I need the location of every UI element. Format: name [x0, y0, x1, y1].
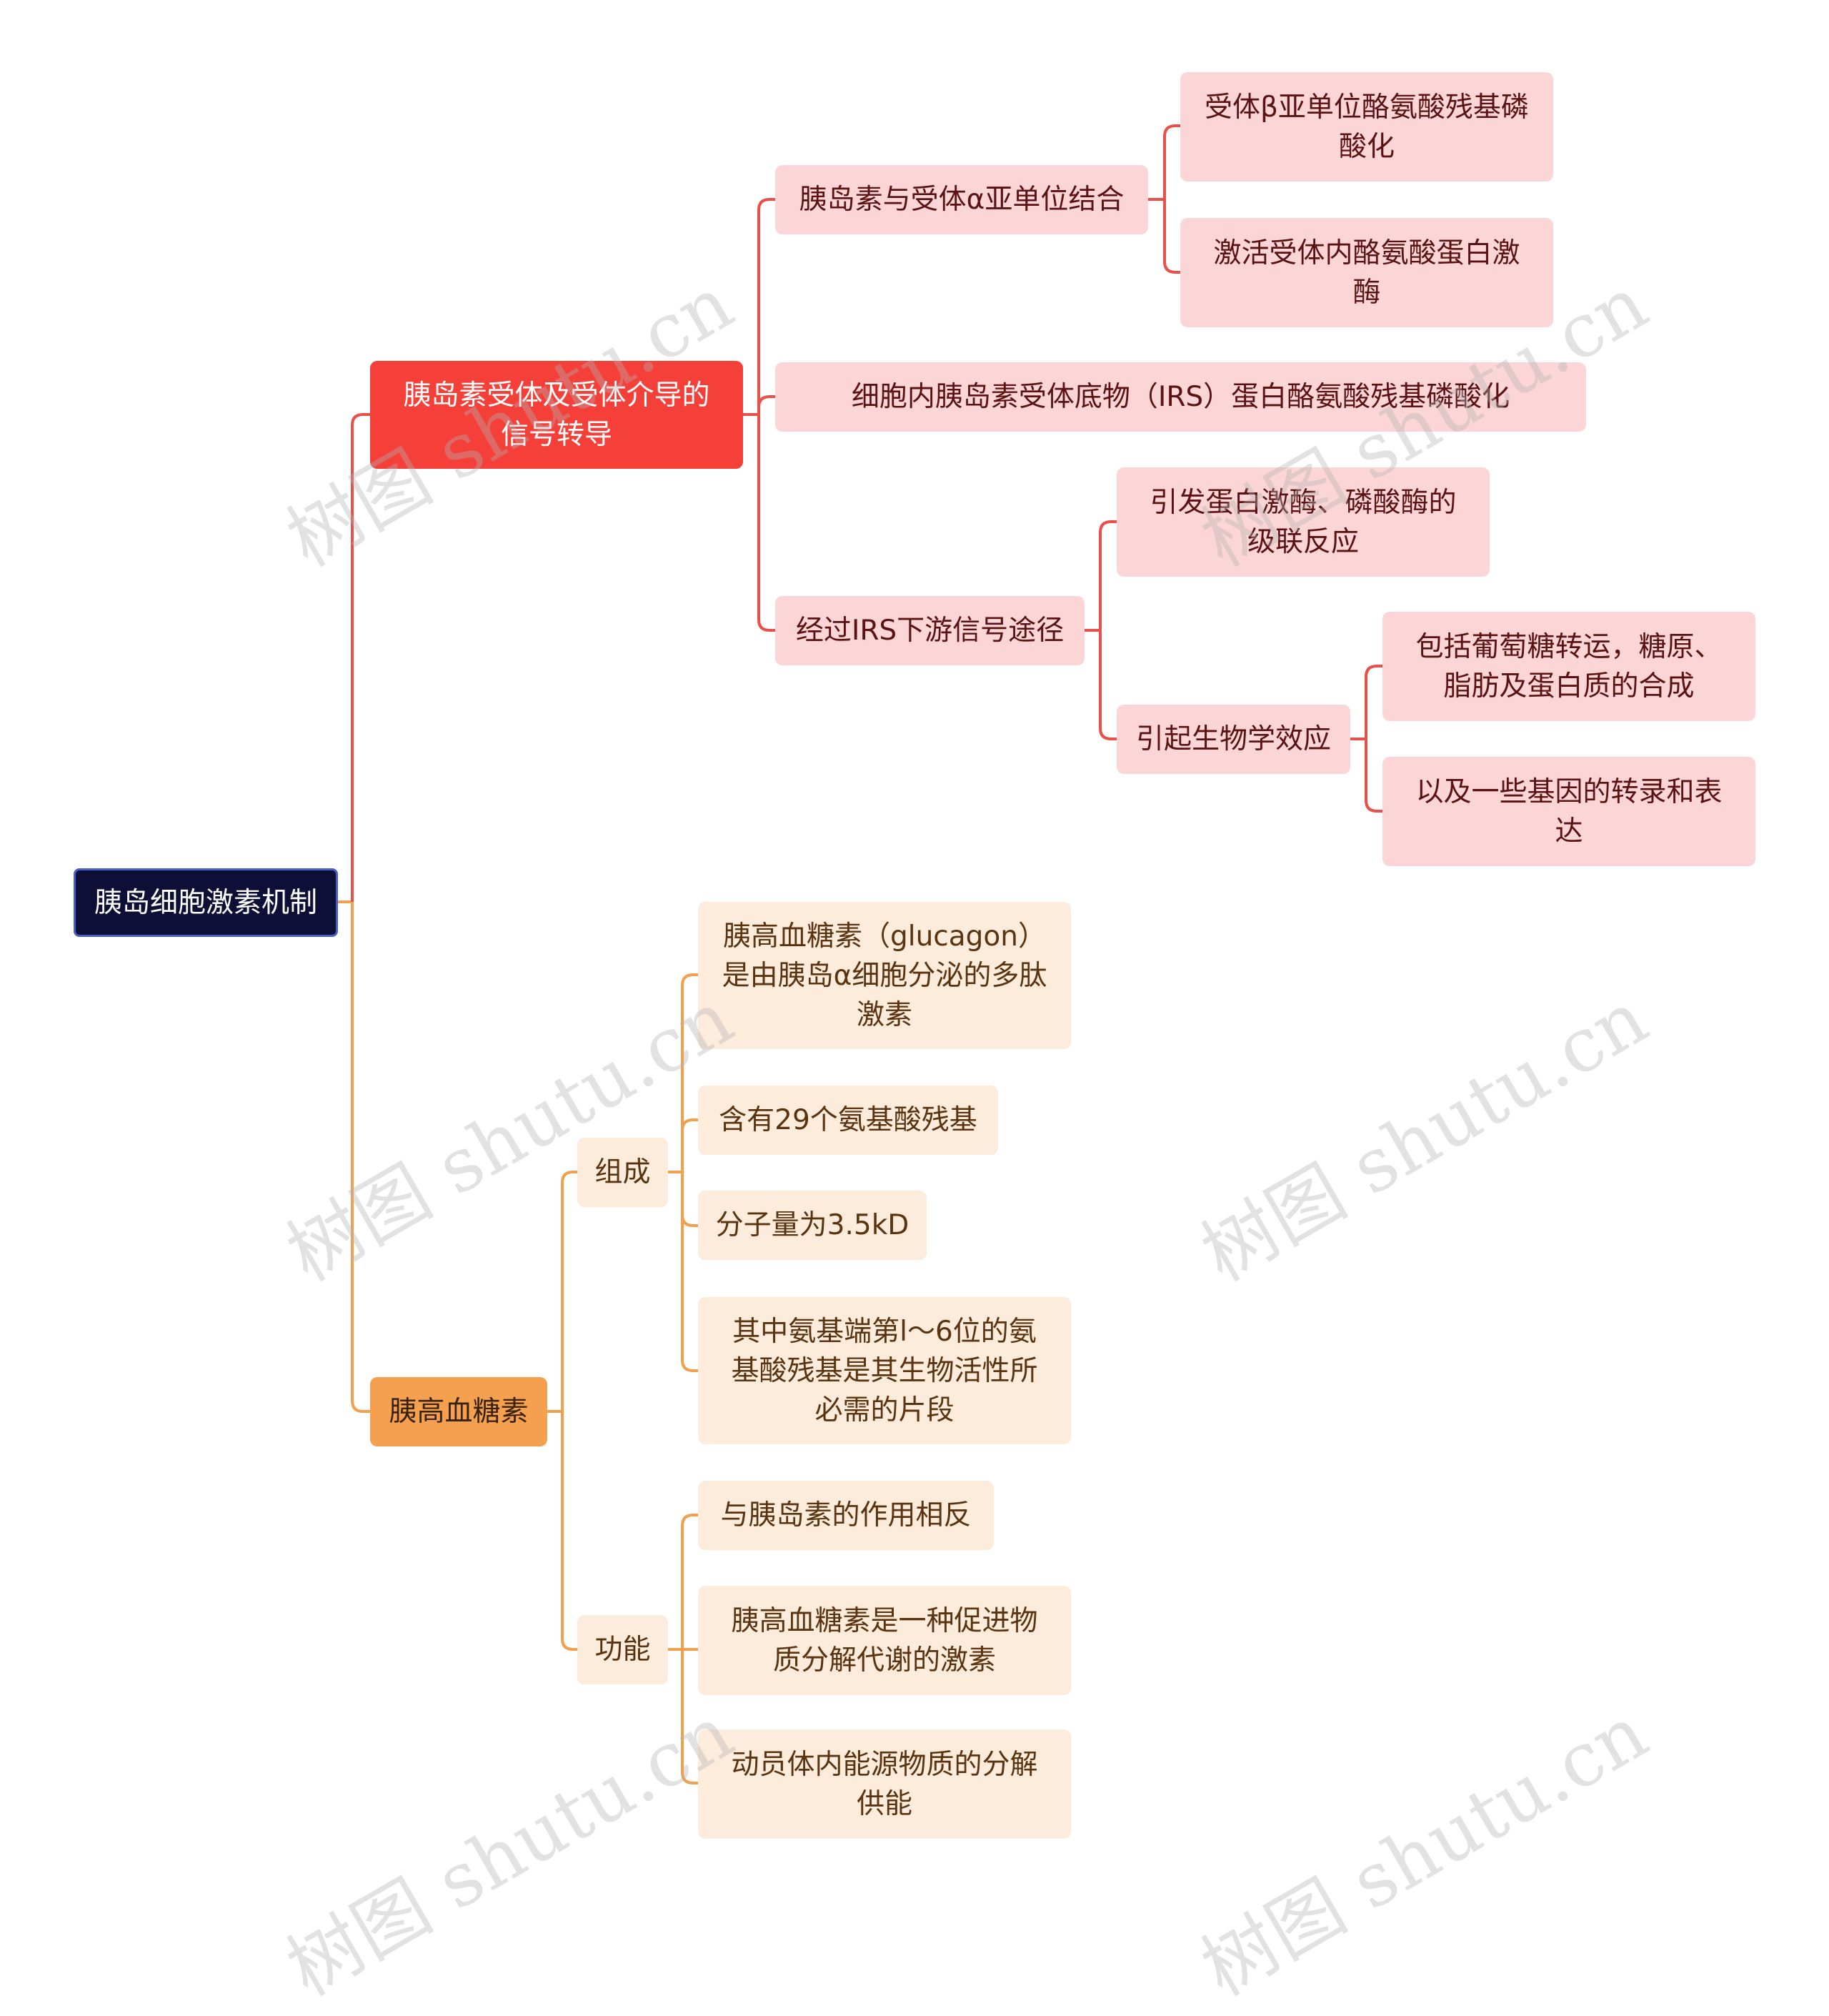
edge-insulin-irs [757, 395, 775, 414]
opposite-insulin-node[interactable]: 与胰岛素的作用相反 [698, 1481, 994, 1550]
function-node[interactable]: 功能 [577, 1615, 668, 1684]
edge-bioeffect-transcription [1365, 739, 1382, 813]
catabolic-hormone-node[interactable]: 胰高血糖素是一种促进物 质分解代谢的激素 [698, 1586, 1071, 1695]
edge-insulin-downstream [757, 414, 775, 632]
glucagon-definition-node[interactable]: 胰高血糖素（glucagon） 是由胰岛α细胞分泌的多肽 激素 [698, 902, 1071, 1049]
connector-lines [336, 124, 1382, 1784]
tyrosine-kinase-activation-node[interactable]: 激活受体内酪氨酸蛋白激 酶 [1180, 218, 1553, 327]
edge-composition-2 [681, 1118, 698, 1172]
edge-downstream-cascade [1099, 520, 1117, 630]
edge-function-1 [681, 1514, 698, 1649]
edge-bioeffect-synthesis [1365, 665, 1382, 739]
glucose-transport-synthesis-node[interactable]: 包括葡萄糖转运，糖原、 脂肪及蛋白质的合成 [1382, 612, 1755, 721]
irs-downstream-node[interactable]: 经过IRS下游信号途径 [775, 596, 1085, 665]
composition-node[interactable]: 组成 [577, 1138, 668, 1207]
active-fragment-node[interactable]: 其中氨基端第l～6位的氨 基酸残基是其生物活性所 必需的片段 [698, 1297, 1071, 1444]
edge-downstream-bioeffect [1099, 630, 1117, 740]
edge-glucagon-composition [561, 1171, 577, 1411]
gene-transcription-node[interactable]: 以及一些基因的转录和表 达 [1382, 757, 1755, 866]
edge-glucagon-function [561, 1411, 577, 1651]
kinase-cascade-node[interactable]: 引发蛋白激酶、磷酸酶的 级联反应 [1117, 467, 1490, 577]
edge-root-insulin [351, 413, 372, 902]
edge-insulin-binding [757, 198, 775, 414]
biological-effect-node[interactable]: 引起生物学效应 [1117, 705, 1350, 774]
edge-binding-kinase [1163, 199, 1180, 274]
edge-composition-1 [681, 973, 698, 1172]
edge-root-glucagon [351, 902, 372, 1413]
beta-subunit-phosphorylation-node[interactable]: 受体β亚单位酪氨酸残基磷 酸化 [1180, 72, 1553, 182]
energy-mobilization-node[interactable]: 动员体内能源物质的分解 供能 [698, 1729, 1071, 1839]
edge-composition-4 [681, 1172, 698, 1372]
insulin-binding-node[interactable]: 胰岛素与受体α亚单位结合 [775, 165, 1148, 234]
root-node[interactable]: 胰岛细胞激素机制 [74, 868, 338, 937]
amino-acid-count-node[interactable]: 含有29个氨基酸残基 [698, 1086, 998, 1155]
molecular-weight-node[interactable]: 分子量为3.5kD [698, 1191, 927, 1260]
edge-composition-3 [681, 1172, 698, 1227]
insulin-receptor-signaling-node[interactable]: 胰岛素受体及受体介导的 信号转导 [370, 361, 743, 469]
glucagon-node[interactable]: 胰高血糖素 [370, 1377, 547, 1446]
edge-binding-beta [1163, 124, 1180, 199]
edge-function-3 [681, 1649, 698, 1784]
irs-phosphorylation-node[interactable]: 细胞内胰岛素受体底物（IRS）蛋白酪氨酸残基磷酸化 [775, 362, 1586, 432]
